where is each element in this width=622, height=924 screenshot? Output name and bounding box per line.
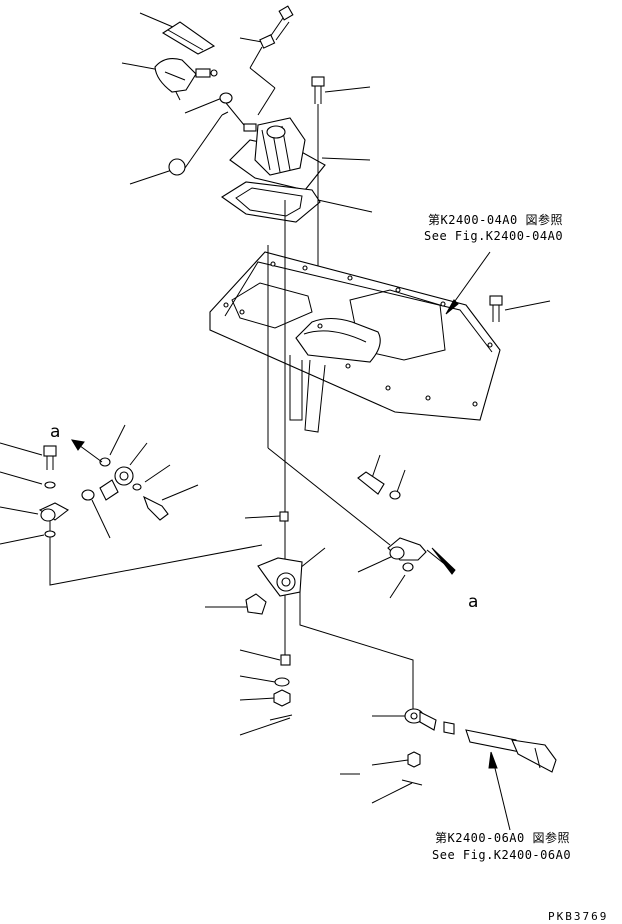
cover-plate-part — [161, 21, 216, 55]
grommet-part — [168, 111, 229, 176]
reference-en-text: See Fig.K2400-06A0 — [432, 848, 571, 862]
reference-arrows — [445, 251, 511, 831]
clip-bracket-part — [154, 58, 218, 101]
drawing-code: PKB3769 — [548, 910, 608, 923]
small-collar-part — [219, 92, 245, 126]
lever-arm-part — [387, 537, 456, 575]
view-marker-right: a — [468, 592, 478, 612]
left-bolt-part — [38, 445, 70, 538]
rod-end-part — [81, 457, 169, 521]
center-lever-part — [245, 511, 303, 721]
control-rods — [49, 200, 414, 712]
reference-note-1: 第K2400-04A0 図参照 See Fig.K2400-04A0 — [424, 212, 563, 243]
top-bolt-part — [249, 5, 294, 116]
view-marker-left: a — [50, 422, 103, 463]
lever-handle-part — [465, 729, 557, 773]
right-bolt-part — [357, 471, 401, 500]
lever-housing-part — [229, 117, 326, 191]
floor-plate-part — [209, 251, 501, 433]
reference-en-text: See Fig.K2400-04A0 — [424, 229, 563, 243]
view-marker-label: a — [50, 422, 60, 442]
reference-note-2: 第K2400-06A0 図参照 See Fig.K2400-06A0 — [432, 830, 571, 862]
reference-jp-text: 第K2400-06A0 図参照 — [435, 830, 570, 845]
view-marker-label: a — [468, 592, 478, 612]
lower-rod-end-part — [401, 708, 455, 786]
reference-jp-text: 第K2400-04A0 図参照 — [428, 212, 563, 227]
callout-leaders — [0, 12, 551, 804]
side-bolt-part — [489, 295, 503, 322]
gasket-part — [221, 181, 321, 223]
